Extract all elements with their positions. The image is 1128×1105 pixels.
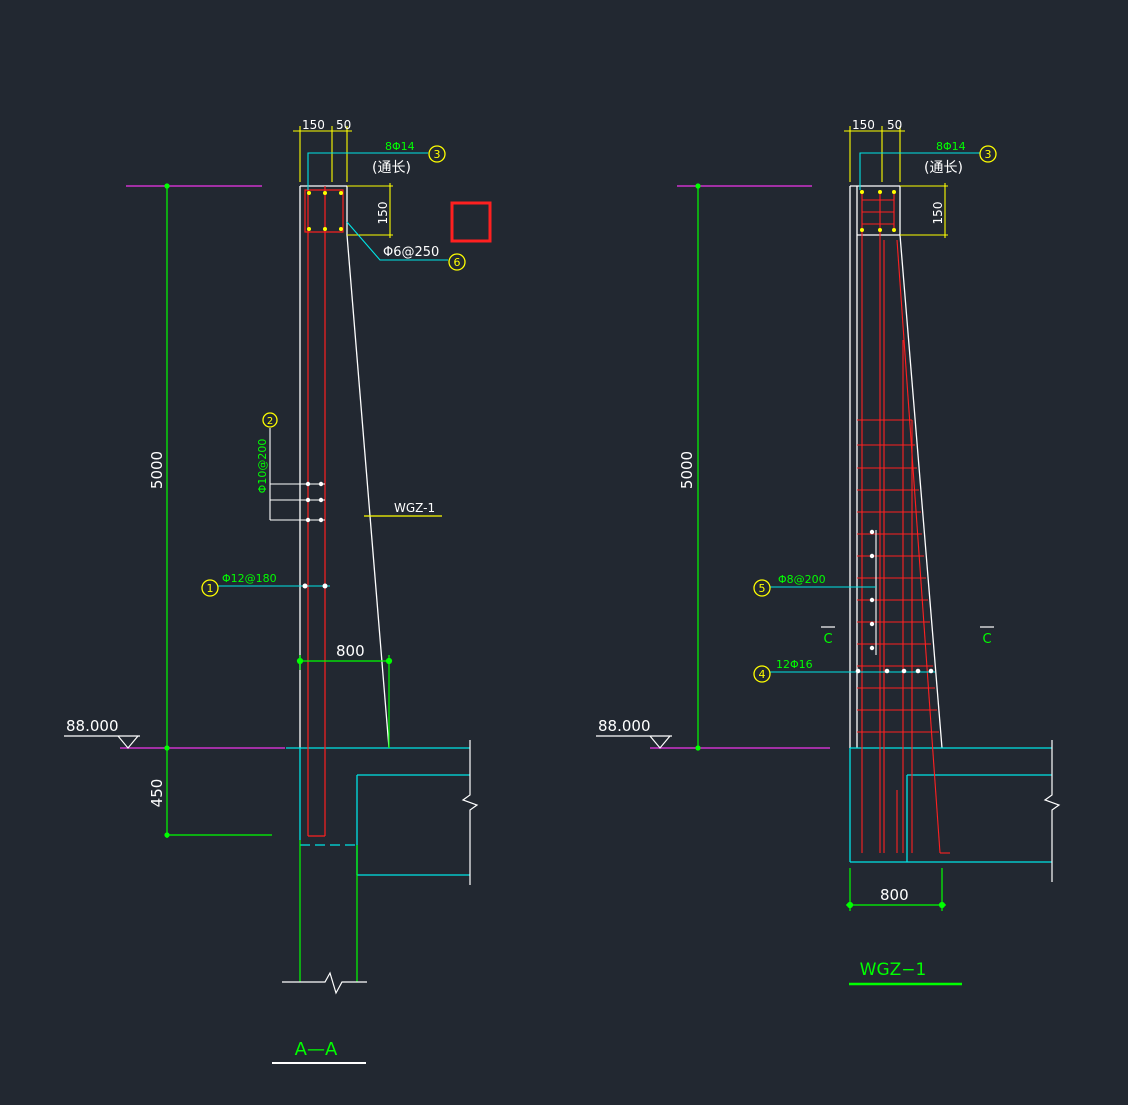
callout-1-circle bbox=[201, 579, 219, 597]
callout-4-circle bbox=[753, 665, 771, 683]
width-dimension bbox=[296, 655, 393, 748]
callout-3-bar: 8Φ14 bbox=[385, 140, 415, 153]
width-label: 800 bbox=[336, 642, 365, 660]
dim-50-label-right: 50 bbox=[887, 118, 902, 132]
break-line-right-2 bbox=[1043, 740, 1061, 882]
rebar-dots bbox=[307, 191, 343, 231]
break-line-bottom bbox=[282, 971, 367, 995]
callout-3-circle bbox=[428, 145, 446, 163]
elevation-marker bbox=[64, 735, 140, 749]
callout-3-leader bbox=[307, 152, 428, 190]
dim-50-label: 50 bbox=[336, 118, 351, 132]
dim-150-label-right: 150 bbox=[852, 118, 875, 132]
tag-label: WGZ-1 bbox=[394, 501, 435, 515]
callout-5-ticks bbox=[869, 529, 875, 651]
callout-4-bar: 12Φ16 bbox=[776, 658, 813, 671]
base-depth-label: 450 bbox=[148, 779, 166, 808]
callout-6-circle bbox=[448, 253, 466, 271]
callout-5-leader bbox=[770, 530, 877, 655]
callout-3-note: (通长) bbox=[372, 160, 411, 176]
section-title: A—A bbox=[295, 1039, 338, 1060]
callout-3-circle-right bbox=[979, 145, 997, 163]
callout-2-circle bbox=[262, 412, 278, 428]
width-label-right: 800 bbox=[880, 886, 909, 904]
callout-3-note-right: (通长) bbox=[924, 160, 963, 176]
height-dimension-right bbox=[695, 183, 701, 751]
break-line-right bbox=[461, 740, 479, 885]
wall-outline bbox=[286, 185, 470, 749]
section-a-a: 5000 450 88.000 bbox=[64, 118, 492, 1064]
top-dimensions-right bbox=[844, 126, 948, 238]
callout-2-bar: Φ10@200 bbox=[256, 439, 269, 494]
wall-outline-right bbox=[849, 185, 943, 749]
height-label: 5000 bbox=[148, 451, 166, 489]
rebar-dots-right bbox=[860, 190, 896, 232]
callout-3-bar-right: 8Φ14 bbox=[936, 140, 966, 153]
height-dimension bbox=[164, 183, 272, 838]
callout-3-num: 3 bbox=[434, 148, 441, 161]
top-dimensions bbox=[293, 126, 393, 238]
callout-3-leader-right bbox=[859, 152, 980, 190]
height-label-right: 5000 bbox=[678, 451, 696, 489]
section-wgz-1: 5000 88.000 bbox=[596, 118, 1061, 986]
section-title-right: WGZ−1 bbox=[860, 960, 927, 980]
callout-1-num: 1 bbox=[207, 582, 214, 595]
elevation-marker-right bbox=[596, 735, 672, 749]
callout-3-num-right: 3 bbox=[985, 148, 992, 161]
dim-top-150-label-right: 150 bbox=[931, 202, 945, 225]
callout-4-ticks bbox=[855, 668, 934, 674]
dim-150-label: 150 bbox=[302, 118, 325, 132]
callout-1-ticks bbox=[302, 583, 328, 589]
cut-right-label: C bbox=[982, 632, 991, 647]
callout-5-num: 5 bbox=[759, 582, 766, 595]
callout-5-circle bbox=[753, 579, 771, 597]
callout-2-leader bbox=[269, 428, 325, 521]
callout-2-num: 2 bbox=[267, 416, 273, 427]
elevation-label: 88.000 bbox=[66, 717, 119, 735]
pile bbox=[299, 840, 358, 982]
rebar-cage-right bbox=[857, 190, 950, 854]
callout-6-leader bbox=[346, 221, 448, 261]
cut-left-label: C bbox=[823, 632, 832, 647]
width-dimension-right bbox=[846, 868, 946, 911]
callout-5-bar: Φ8@200 bbox=[778, 573, 826, 586]
callout-4-num: 4 bbox=[759, 668, 766, 681]
selection-box[interactable] bbox=[450, 201, 492, 243]
elevation-label-right: 88.000 bbox=[598, 717, 651, 735]
callout-6-num: 6 bbox=[454, 256, 461, 269]
callout-2-ticks bbox=[305, 481, 324, 523]
rebar-cage bbox=[304, 186, 344, 837]
dim-top-150-label: 150 bbox=[376, 202, 390, 225]
callout-6-bar: Φ6@250 bbox=[383, 245, 439, 260]
callout-1-bar: Φ12@180 bbox=[222, 572, 277, 585]
